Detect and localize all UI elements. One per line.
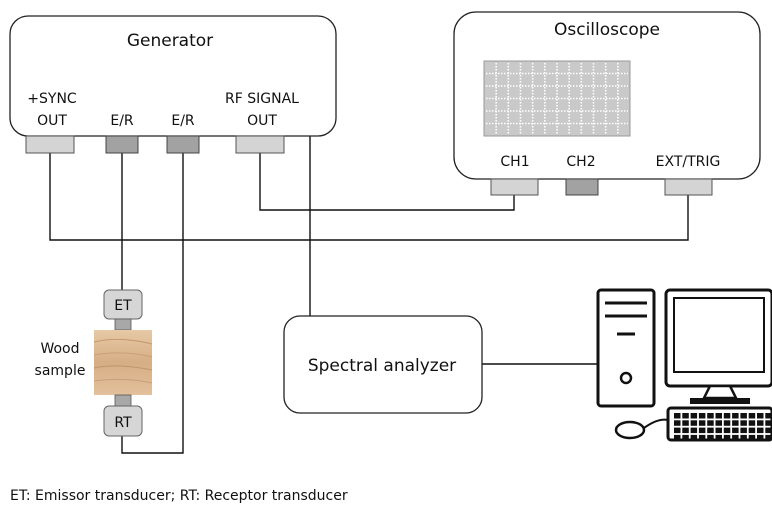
keyboard-key [690, 427, 698, 434]
keyboard-key [707, 427, 714, 434]
ext-trig-label: EXT/TRIG [656, 154, 721, 170]
spectral-analyzer-label: Spectral analyzer [308, 356, 456, 376]
et-connector [114, 318, 132, 331]
keyboard-key [707, 413, 714, 419]
keyboard-key [682, 427, 689, 434]
keyboard-icon [666, 406, 772, 442]
mouse-icon [614, 418, 669, 440]
wood-label-line1: Wood [40, 341, 79, 357]
keyboard-key [723, 434, 731, 441]
spectral-analyzer: Spectral analyzer [283, 315, 483, 414]
keyboard-key [765, 427, 772, 434]
keyboard-key [748, 420, 756, 426]
keyboard-key [765, 434, 772, 441]
keyboard-key [690, 434, 698, 441]
generator: Generator +SYNC OUT E/R E/R RF SIGNAL OU… [9, 15, 337, 154]
keyboard-key [723, 420, 731, 426]
keyboard-key [740, 434, 747, 441]
keyboard-key [682, 420, 689, 426]
keyboard-key [698, 434, 706, 441]
er2-port [166, 135, 200, 154]
keyboard-key [690, 413, 698, 419]
generator-title: Generator [127, 31, 213, 51]
sync-out-port [25, 135, 75, 154]
keyboard-key [674, 427, 681, 434]
keyboard-key [715, 413, 722, 419]
keyboard-key [740, 413, 747, 419]
ch2-label: CH2 [566, 154, 595, 170]
ch1-label: CH1 [500, 154, 529, 170]
spectral-analyzer-box [283, 315, 483, 414]
oscilloscope-title: Oscilloscope [554, 20, 660, 40]
rt-connector [114, 394, 132, 407]
oscilloscope-screen-icon [483, 60, 631, 137]
computer-icon [596, 288, 772, 442]
wire-rf-to-ch1 [259, 153, 515, 211]
er1-label: E/R [110, 113, 134, 129]
keyboard-key [698, 413, 706, 419]
keyboard-key [732, 420, 739, 426]
monitor-icon [664, 288, 772, 404]
keyboard-key [748, 434, 756, 441]
oscilloscope: Oscilloscope CH1 CH2 EXT/TRIG [453, 11, 761, 196]
keyboard-key [732, 434, 739, 441]
rf-out-port [235, 135, 285, 154]
keyboard-key [765, 420, 772, 426]
keyboard-key [698, 427, 706, 434]
keyboard-key [757, 420, 764, 426]
keyboard-key [757, 413, 764, 419]
keyboard-key [757, 427, 764, 434]
keyboard-key [740, 427, 747, 434]
wire-sync-to-ext-trig [49, 153, 689, 241]
keyboard-key [690, 420, 698, 426]
caption: ET: Emissor transducer; RT: Receptor tra… [10, 488, 348, 504]
keyboard-key [707, 420, 714, 426]
keyboard-key [715, 427, 722, 434]
wiring [49, 136, 689, 454]
keyboard-key [674, 420, 681, 426]
keyboard-key [732, 413, 739, 419]
receptor-transducer [103, 405, 143, 437]
keyboard-key [682, 413, 689, 419]
keyboard-key [748, 413, 756, 419]
computer-tower [596, 288, 656, 408]
keyboard-key [732, 427, 739, 434]
keyboard-key [723, 413, 731, 419]
et-label: ET [114, 298, 132, 314]
er1-port [105, 135, 139, 154]
rt-label: RT [114, 415, 132, 431]
wood-sample [93, 330, 153, 395]
keyboard-key [740, 420, 747, 426]
keyboard-key [698, 420, 706, 426]
wood-label-line2: sample [35, 363, 86, 379]
keyboard-key [715, 434, 722, 441]
rf-label-line1: RF SIGNAL [225, 91, 299, 107]
keyboard-key [765, 413, 772, 419]
wire-er2-to-rt [121, 153, 184, 454]
ch1-port [490, 178, 539, 196]
sync-label-line1: +SYNC [27, 91, 77, 107]
ext-trig-port [664, 178, 713, 196]
keyboard-key [757, 434, 764, 441]
keyboard-key [674, 413, 681, 419]
rf-label-line2: OUT [247, 113, 277, 129]
keyboard-key [748, 427, 756, 434]
er2-label: E/R [171, 113, 195, 129]
keyboard-key [723, 427, 731, 434]
keyboard-key [674, 434, 681, 441]
wood-sample-assembly: ET RT Wood sample [35, 289, 153, 437]
keyboard-key [682, 434, 689, 441]
sync-label-line2: OUT [37, 113, 67, 129]
keyboard-key [707, 434, 714, 441]
ch2-port [565, 178, 599, 196]
keyboard-key [715, 420, 722, 426]
